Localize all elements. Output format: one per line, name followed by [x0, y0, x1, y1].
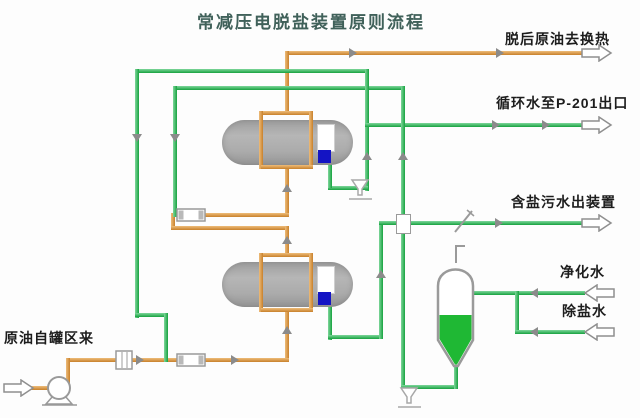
flow-arrow-icon: [495, 218, 503, 228]
flow-arrow-icon: [376, 270, 386, 278]
pipe-recycle-top: [135, 69, 369, 73]
pipe-drum-bottom-stem: [454, 366, 458, 389]
pipe-upper-top-header: [261, 111, 313, 115]
static-mixer-interstage: [176, 208, 206, 222]
pipe-stage1-water-outlet: [328, 305, 332, 340]
interface-indicator-oil-stage2: [317, 124, 335, 152]
flow-arrow-icon: [170, 134, 180, 142]
label-purified-water: 净化水: [560, 264, 605, 280]
pipe-lower-top-header: [261, 253, 313, 257]
pipe-recycle-downcomer: [135, 69, 139, 318]
flow-arrow-icon: [282, 184, 292, 192]
pipe-stage2-water-outlet-run: [328, 186, 368, 190]
pipe-stage2-water-riser: [365, 69, 369, 191]
label-crude-in: 原油自罐区来: [4, 330, 94, 346]
flow-arrow-icon: [530, 327, 538, 337]
interface-indicator-water-stage2: [318, 150, 331, 163]
crude-feed-pump: [42, 376, 77, 406]
arrow-circ-water-out: [581, 116, 613, 134]
pipe-interstage-jog: [171, 213, 175, 230]
interface-indicator-oil-stage1: [317, 266, 335, 294]
drum-liquid-level: [439, 315, 472, 365]
flow-arrow-icon: [542, 120, 550, 130]
flow-arrow-icon: [398, 152, 408, 160]
flow-arrow-icon: [492, 120, 500, 130]
arrow-crude-out: [581, 44, 613, 62]
flow-arrow-icon: [496, 48, 504, 58]
pipe-lower-frame-right: [309, 253, 313, 312]
arrow-crude-in: [3, 379, 35, 397]
diagram-title: 常减压电脱盐装置原则流程: [197, 13, 425, 32]
pipe-water-inject-interstage: [173, 86, 177, 217]
flow-arrow-icon: [132, 134, 142, 142]
pipe-wastewater-out: [379, 221, 585, 225]
pipe-drum-water-riser: [401, 86, 405, 389]
label-crude-out: 脱后原油去换热: [505, 31, 610, 47]
arrow-salty-water-out: [581, 214, 613, 232]
water-injection-drum: [436, 245, 475, 368]
pipe-pump-discharge: [66, 358, 70, 386]
flow-arrow-icon: [530, 288, 538, 298]
flow-arrow-icon: [282, 236, 292, 244]
static-mixer-feed: [176, 353, 206, 367]
pipe-lower-frame-left: [259, 253, 263, 312]
pipe-freshwater-top: [173, 86, 405, 90]
line-crossing-fitting: [396, 214, 411, 234]
pipe-feed-riser: [285, 308, 289, 362]
pipe-circulating-water: [365, 123, 585, 127]
label-salty-water: 含盐污水出装置: [511, 194, 616, 210]
pipe-upper-frame-right: [309, 111, 313, 169]
label-circ-water: 循环水至P-201出口: [496, 95, 629, 111]
pipe-recycle-elbow: [135, 313, 168, 317]
pipe-wastewater-riser: [379, 221, 383, 339]
pipe-crude-outlet-riser: [285, 51, 289, 114]
pipe-upper-frame-left: [259, 111, 263, 169]
pipe-crude-outlet: [285, 51, 585, 55]
pipe-stage1-water-outlet-run: [328, 335, 383, 339]
pipe-stage2-water-outlet: [328, 160, 332, 188]
arrow-purified-water-in: [583, 284, 615, 302]
pipe-interstage-lower-run: [171, 226, 289, 230]
pipe-drum-bottom-run: [401, 385, 457, 389]
pipe-purified-water-in: [471, 291, 585, 295]
wastewater-valve-icon: [454, 209, 475, 233]
label-desalted-water: 除盐水: [562, 303, 607, 319]
feed-strainer: [115, 350, 133, 370]
arrow-desalted-water-in: [583, 323, 615, 341]
drain-funnel-lower: [398, 387, 421, 408]
interface-indicator-water-stage1: [318, 292, 331, 305]
pipe-water-inject-feed: [164, 313, 168, 362]
pipe-desalted-water-in: [515, 330, 585, 334]
flow-arrow-icon: [231, 355, 239, 365]
pipe-lower-bottom-header: [261, 308, 313, 312]
drum-vent-icon: [455, 245, 465, 263]
pipe-upper-bottom-header: [261, 165, 313, 169]
flow-arrow-icon: [349, 48, 357, 58]
drain-funnel-upper: [349, 179, 372, 200]
flow-arrow-icon: [362, 152, 372, 160]
flow-arrow-icon: [282, 326, 292, 334]
pipe-interstage-upper-run: [173, 213, 289, 217]
pipe-water-in-connector: [515, 291, 519, 334]
flow-arrow-icon: [136, 355, 144, 365]
